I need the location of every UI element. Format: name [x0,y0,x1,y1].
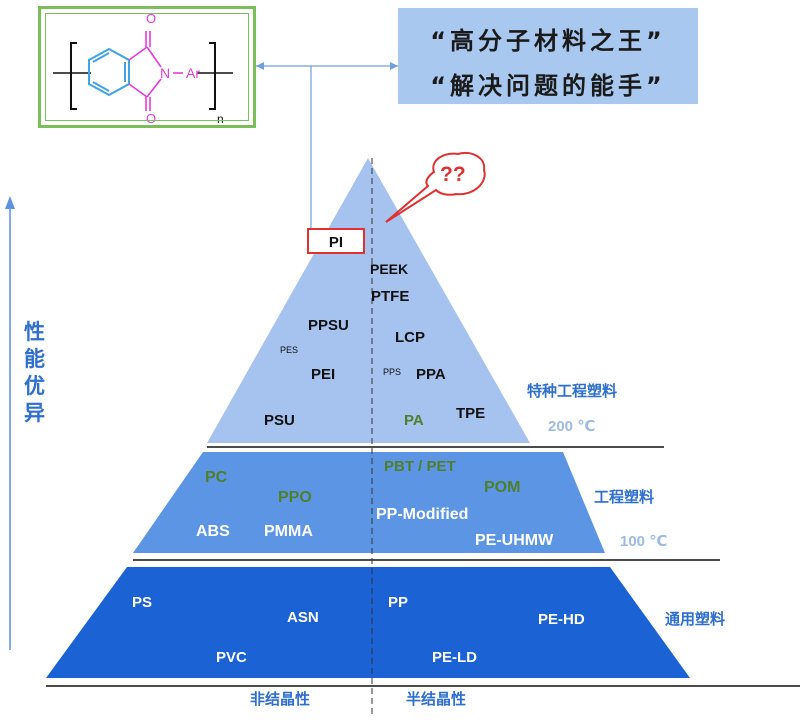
polymer-label-ps: PS [132,594,153,611]
polymer-label-pmma: PMMA [264,523,313,540]
axis-arrow-head [5,196,15,209]
polymer-label-pc: PC [205,469,228,486]
polymer-label-pes: PES [280,345,299,355]
pi-label-box: PI [307,228,365,254]
polymer-label-ppsu: PPSU [308,317,349,334]
repeat-subscript: n [217,112,224,126]
polyimide-structure-icon [53,31,233,111]
question-callout-bubble [385,152,486,223]
tier-temperature-200: 200 ℃ [548,418,596,435]
axis-label-char: 异 [24,401,45,425]
polymer-label-pe-uhmw: PE-UHMW [475,532,554,549]
axis-label-char: 优 [24,374,45,398]
polymer-label-pp-modified: PP-Modified [376,506,469,523]
polymer-label-pp: PP [388,594,409,611]
polymer-label-pe-ld: PE-LD [432,649,477,666]
pi-label: PI [328,234,344,251]
label-amorphous: 非结晶性 [250,691,311,708]
slogan-line-2: “解决问题的能手” [430,72,666,100]
polymer-label-pa: PA [404,412,424,429]
connector-arrow-right [390,62,398,70]
polymer-label-tpe: TPE [456,405,486,422]
question-callout-text: ?? [440,163,466,186]
polymer-label-pei: PEI [311,366,336,383]
polymer-label-lcp: LCP [395,329,425,346]
polymer-label-peek: PEEK [370,261,409,277]
axis-label-char: 能 [24,347,45,371]
slogan-box: “高分子材料之王” “解决问题的能手” [398,8,698,104]
polymer-label-pom: POM [484,479,521,496]
oxygen-atom-bottom: O [146,111,157,126]
tier-general-shape [46,567,690,678]
tier-engineering-shape [133,452,605,553]
polyimide-structure-box: O O N Ar n [38,6,256,128]
nitrogen-atom: N [160,65,171,81]
oxygen-atom-top: O [146,11,157,26]
polymer-label-ptfe: PTFE [371,288,410,305]
polymer-label-abs: ABS [196,523,230,540]
polymer-label-ppo: PPO [278,489,312,506]
polymer-label-psu: PSU [264,412,295,429]
axis-label-char: 性 [24,320,45,344]
polymer-label-pbt-pet: PBT / PET [384,458,456,475]
aryl-group: Ar [186,65,200,81]
slogan-line-1: “高分子材料之王” [430,27,666,55]
tier-name-special: 特种工程塑料 [527,383,618,400]
tier-name-general: 通用塑料 [665,611,726,628]
tier-name-engineering: 工程塑料 [594,489,655,506]
tier-temperature-100: 100 ℃ [620,533,668,550]
polymer-label-ppa: PPA [416,366,446,383]
polymer-label-pe-hd: PE-HD [538,611,585,628]
polymer-label-asn: ASN [287,609,319,626]
connector-arrow-left [256,62,264,70]
polymer-label-pps: PPS [383,367,402,377]
label-semicrystalline: 半结晶性 [406,691,467,708]
polymer-label-pvc: PVC [216,649,247,666]
tier-special-shape [207,158,530,443]
